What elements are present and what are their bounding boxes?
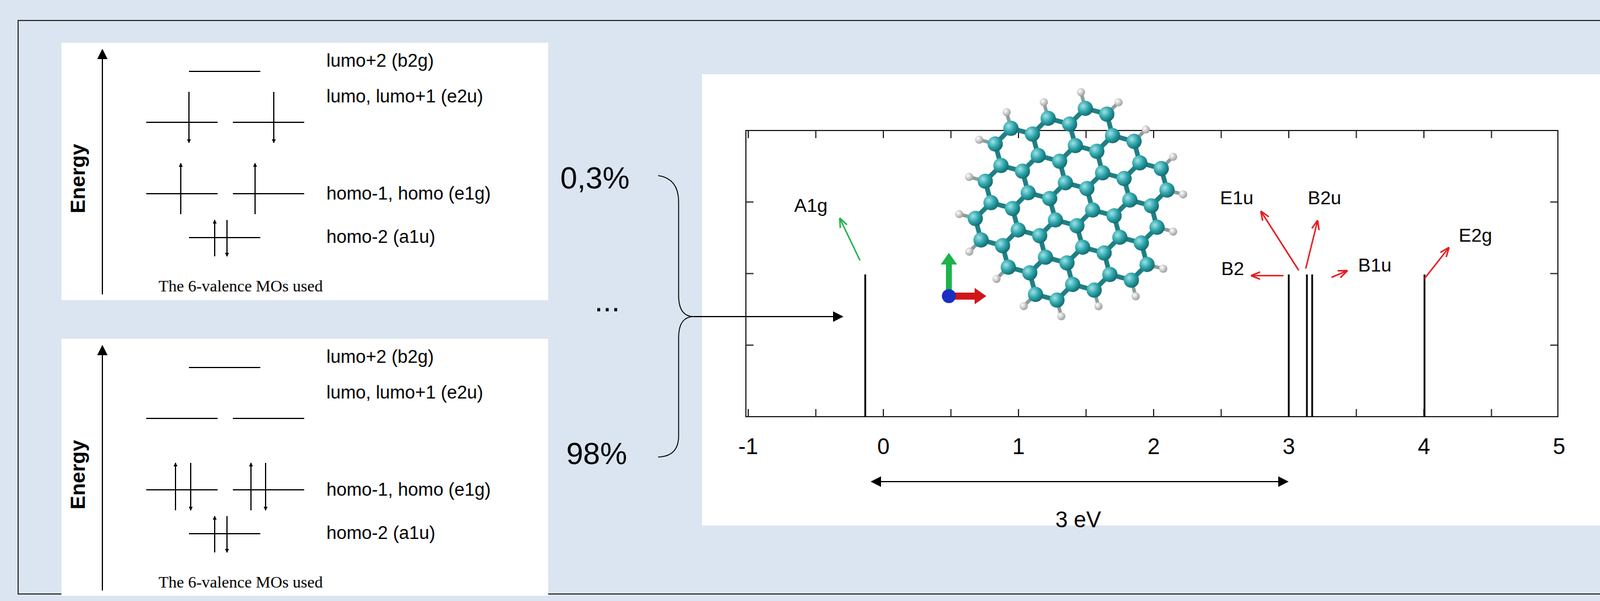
tick-label: 2 [1147, 434, 1160, 460]
tick-label: 0 [876, 434, 890, 460]
state-label: E1u [1220, 187, 1254, 209]
orbital-label: lumo+2 (b2g) [326, 50, 435, 72]
bracket [658, 175, 694, 457]
percentage: 0,3% [560, 160, 631, 196]
orbital-label: lumo+2 (b2g) [326, 346, 435, 368]
plot-panel [702, 74, 1600, 526]
gap-arrow [871, 480, 1288, 483]
panel-caption: The 6-valence MOs used [158, 276, 323, 296]
orbital-label: lumo, lumo+1 (e2u) [326, 85, 484, 108]
orbital-label: homo-1, homo (e1g) [326, 479, 491, 501]
axes-icon [940, 252, 987, 305]
state-label: B1u [1358, 254, 1392, 277]
orbital-label: homo-2 (a1u) [326, 226, 436, 248]
state-label: A1g [794, 194, 828, 217]
orbital-label: lumo, lumo+1 (e2u) [326, 382, 484, 404]
molecule-figure [955, 88, 1188, 321]
state-label: E2g [1459, 224, 1493, 247]
tick-label: 3 [1282, 434, 1295, 460]
pointer-arrow [693, 315, 843, 318]
panel-caption: The 6-valence MOs used [158, 572, 323, 592]
spectrum-plot [745, 130, 1558, 417]
tick-label: 1 [1012, 434, 1025, 460]
tick-label: 4 [1417, 434, 1430, 460]
mo-level-diagram [61, 42, 549, 301]
axis-title: Energy [66, 439, 90, 510]
ellipsis: ... [594, 283, 620, 319]
state-label: B2u [1308, 187, 1342, 209]
tick-label: -1 [738, 434, 759, 460]
state-label: B2 [1220, 257, 1244, 280]
orbital-label: homo-2 (a1u) [326, 522, 436, 544]
label-arrows [840, 211, 1449, 279]
axis-title: Energy [66, 143, 90, 214]
mo-level-diagram [61, 338, 549, 596]
tick-label: 5 [1552, 434, 1565, 460]
percentage: 98% [566, 436, 628, 472]
mo-panel: Energy lumo+2 (b2g) lumo, lumo+1 (e2u) homo… [61, 42, 549, 301]
mo-panel: Energy lumo+2 (b2g) lumo, lumo+1 (e2u) homo… [61, 338, 549, 596]
dimension-label: 3 eV [1055, 507, 1101, 533]
orbital-label: homo-1, homo (e1g) [326, 183, 491, 205]
